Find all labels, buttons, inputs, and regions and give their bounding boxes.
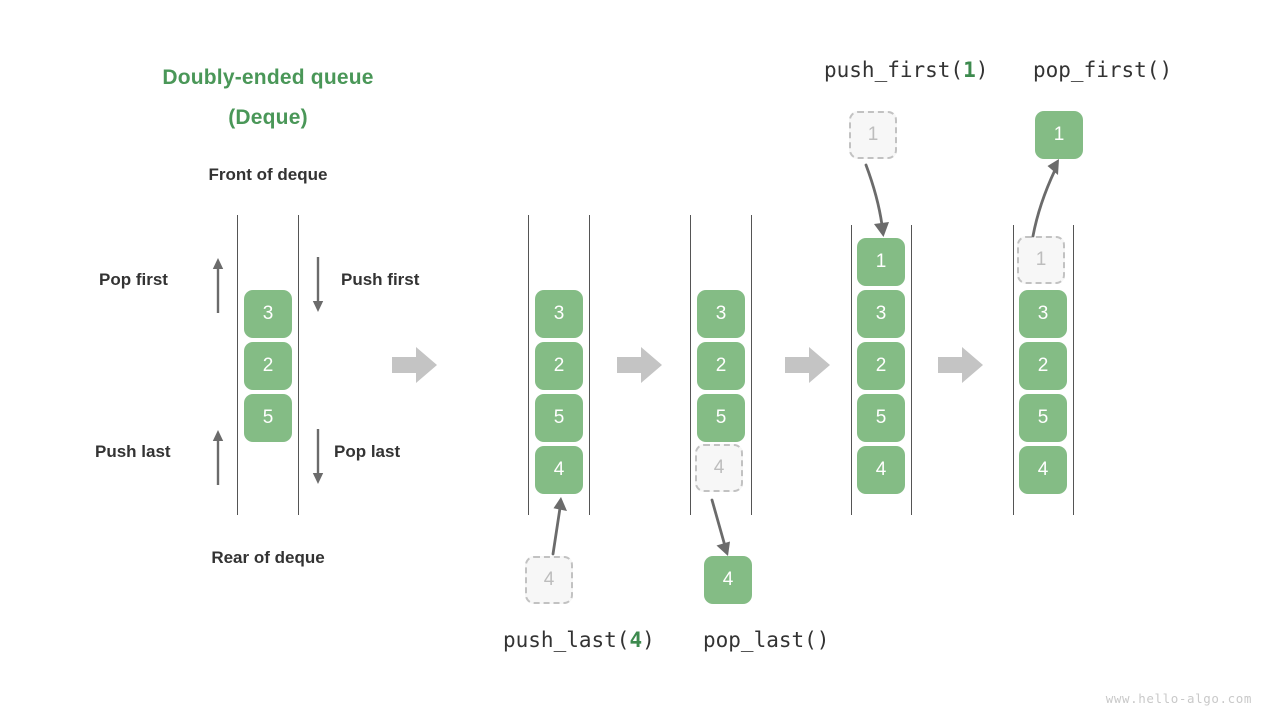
deque-cell: 4	[857, 446, 905, 494]
step-arrow-icon	[785, 347, 830, 383]
front-of-deque-label: Front of deque	[208, 165, 328, 184]
deque-cell: 3	[1019, 290, 1067, 338]
deque-rail-right-p3	[751, 215, 752, 515]
deque-cell: 4	[535, 446, 583, 494]
deque-rail-left-p4	[851, 225, 852, 515]
step-arrow-icon	[617, 347, 662, 383]
pop-first-op-label: pop_first()	[1033, 58, 1172, 82]
deque-cell: 5	[857, 394, 905, 442]
step-arrow-icon	[938, 347, 983, 383]
push-last-op-suffix: )	[642, 628, 655, 652]
push-last-label: Push last	[95, 442, 171, 461]
deque-cell: 2	[535, 342, 583, 390]
deque-rail-left-p2	[528, 215, 529, 515]
push-first-direction-arrow	[312, 257, 324, 312]
step-arrow-icon	[392, 347, 437, 383]
deque-cell: 5	[535, 394, 583, 442]
pop-first-result-cell: 1	[1035, 111, 1083, 159]
deque-cell: 2	[697, 342, 745, 390]
deque-rail-right-p4	[911, 225, 912, 515]
push-last-op-prefix: push_last(	[503, 628, 630, 652]
pop-last-direction-arrow	[312, 429, 324, 484]
deque-rail-left-p5	[1013, 225, 1014, 515]
deque-cell: 4	[1019, 446, 1067, 494]
push-first-motion-arrow	[864, 163, 889, 237]
push-first-op-label: push_first(1)	[824, 58, 988, 82]
push-last-source-cell: 4	[525, 556, 573, 604]
pop-last-result-cell: 4	[704, 556, 752, 604]
deque-cell: 2	[1019, 342, 1067, 390]
push-last-op-label: push_last(4)	[503, 628, 655, 652]
deque-cell: 3	[857, 290, 905, 338]
pop-last-op-label: pop_last()	[703, 628, 829, 652]
deque-rail-right-p2	[589, 215, 590, 515]
deque-rail-left-p3	[690, 215, 691, 515]
pop-first-direction-arrow	[212, 258, 224, 313]
pop-last-label: Pop last	[334, 442, 401, 461]
push-first-op-prefix: push_first(	[824, 58, 964, 82]
deque-cell: 5	[1019, 394, 1067, 442]
page-title: Doubly-ended queue (Deque)	[88, 58, 448, 138]
pop-last-op-prefix: pop_last(	[703, 628, 817, 652]
pop-first-label: Pop first	[99, 270, 168, 289]
push-first-source-cell: 1	[849, 111, 897, 159]
push-last-op-arg: 4	[629, 628, 643, 652]
deque-cell: 3	[697, 290, 745, 338]
deque-cell: 5	[697, 394, 745, 442]
pop-first-op-suffix: )	[1159, 58, 1173, 82]
deque-cell: 2	[857, 342, 905, 390]
deque-cell: 3	[535, 290, 583, 338]
title-line-2: (Deque)	[228, 106, 308, 129]
deque-cell-ghost: 1	[1017, 236, 1065, 284]
rear-of-deque-label: Rear of deque	[211, 548, 325, 567]
pop-last-op-suffix: )	[816, 628, 830, 652]
deque-rail-right-p1	[298, 215, 299, 515]
push-first-op-arg: 1	[963, 58, 976, 82]
deque-cell-ghost: 4	[695, 444, 743, 492]
pop-first-op-prefix: pop_first(	[1033, 58, 1160, 82]
watermark: www.hello-algo.com	[1105, 691, 1252, 706]
push-first-label: Push first	[341, 270, 420, 289]
deque-cell: 1	[857, 238, 905, 286]
title-line-1: Doubly-ended queue	[162, 66, 374, 89]
deque-rail-left-p1	[237, 215, 238, 515]
pop-first-motion-arrow	[1031, 159, 1059, 238]
deque-cell: 3	[244, 290, 292, 338]
push-first-op-suffix: )	[975, 58, 989, 82]
deque-cell: 5	[244, 394, 292, 442]
pop-last-motion-arrow	[710, 498, 730, 556]
deque-rail-right-p5	[1073, 225, 1074, 515]
deque-cell: 2	[244, 342, 292, 390]
push-last-direction-arrow	[212, 430, 224, 485]
push-last-motion-arrow	[551, 497, 567, 556]
